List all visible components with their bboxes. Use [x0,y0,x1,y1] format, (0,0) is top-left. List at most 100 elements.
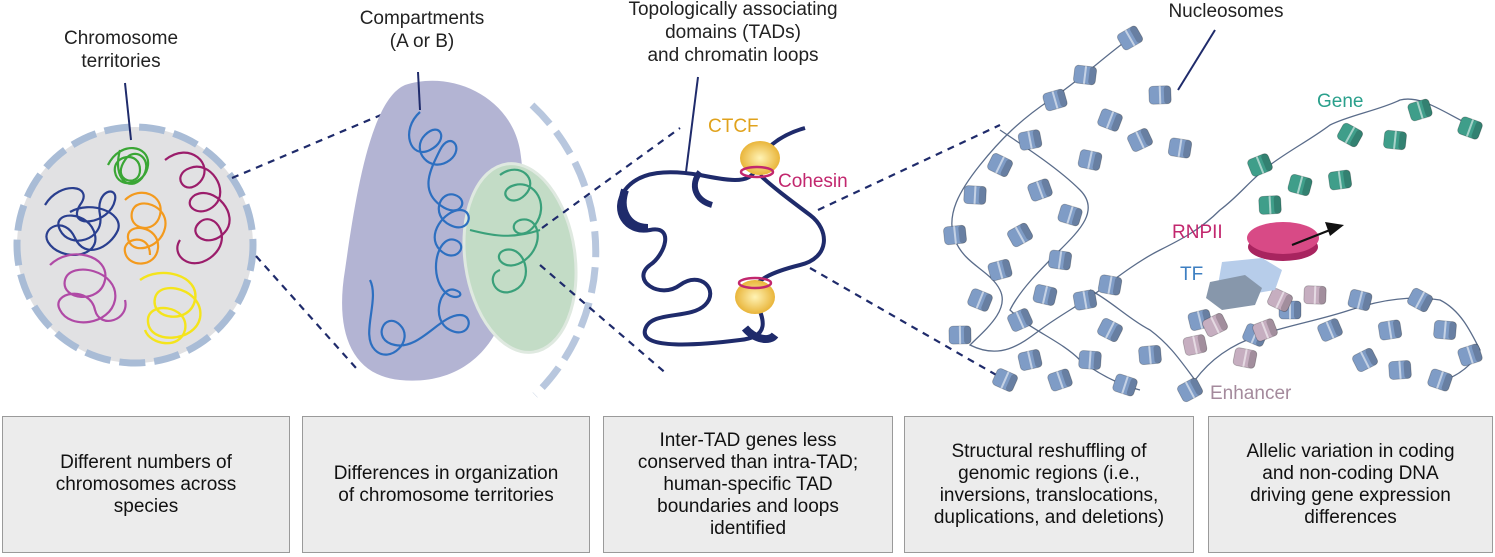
label-chromosome-territories-1: Chromosome [64,28,178,49]
nucleosome [1057,203,1083,227]
nucleosomes-pointer [1177,29,1216,91]
nucleosome [1073,64,1097,86]
enhancer-nucleosome [1232,347,1258,369]
gene-nucleosome [1247,153,1273,177]
genome-organization-figure: Chromosome territories Compartments (A o… [13,0,1483,404]
nucleosome [1127,128,1153,152]
gene-nucleosome [1337,122,1363,148]
nucleosome [1072,289,1098,311]
nucleosome [1177,377,1203,403]
label-tads-1: Topologically associating [628,0,837,20]
territory-yellow [139,271,202,345]
enhancer-nucleosome [1182,334,1208,356]
transcription-arrowhead [1325,222,1344,236]
tf [1206,275,1262,310]
compartment-b-blob [462,162,578,354]
nucleosome [987,258,1013,282]
territory-orange [123,191,167,265]
label-chromosome-territories-2: territories [81,51,160,72]
box-allelic-variation: Allelic variation in coding and non-codi… [1208,416,1493,553]
compartment-b-chromatin [491,168,543,294]
label-cohesin: Cohesin [778,171,848,192]
gene-nucleosome [1327,169,1353,191]
box-territory-organization: Differences in organization of chromosom… [302,416,590,553]
label-tf: TF [1180,264,1203,285]
territories-pointer [124,82,132,141]
nucleosome [1032,284,1058,306]
label-ctcf: CTCF [708,116,759,137]
nucleosome [987,153,1013,177]
compartment-bridge [469,229,541,237]
gene-nucleosome [1258,195,1282,215]
enhancer-nucleosome [1202,313,1228,337]
compartment-envelope [529,102,600,398]
transcription-arrow [1291,228,1331,247]
enhancer-nucleosome [1303,285,1327,305]
gene-nucleosome [1407,98,1433,122]
nucleosome [1117,25,1143,51]
nucleosome [1097,274,1123,296]
nucleosome [1077,149,1103,171]
gene-nucleosome [1457,116,1483,140]
nucleosome [1047,249,1073,271]
territory-blue [44,187,120,256]
chromatin-fiber [951,37,1471,352]
nucleosome [992,368,1018,392]
enhancer-nucleosome [1267,288,1293,312]
nucleosome-panel [943,25,1483,403]
nucleosome [1388,360,1412,380]
tad-panel [617,76,826,347]
nucleosome [1167,137,1193,159]
ctcf-top [740,141,780,175]
gene-nucleosome [1383,129,1407,151]
territory-purple [164,151,231,265]
nucleosome [1138,345,1162,365]
tad-ribbon [617,126,826,347]
nucleosome [1148,85,1172,105]
ctcf-bottom [735,280,775,314]
box-tad-conservation: Inter-TAD genes less conserved than intr… [603,416,893,553]
nuclear-envelope [13,123,257,367]
nucleosome [1347,289,1373,311]
connector-1-top [231,110,389,180]
label-rnpii: RNPII [1172,222,1223,243]
nucleosome [1112,373,1138,397]
nucleosome [1427,368,1453,392]
nucleosome [963,185,987,205]
compartments-panel [342,71,600,398]
chromatin-fiber-lower [1089,289,1481,386]
box-chromosome-numbers: Different numbers of chromosomes across … [2,416,290,553]
connector-3-bottom [809,267,1006,381]
nucleosome [1017,349,1043,371]
nucleosome [1097,108,1123,132]
tad-pointer [685,76,699,173]
nucleosome [1007,222,1033,248]
enhancer-nucleosome [1252,318,1278,342]
label-tads-2: domains (TADs) [665,22,801,43]
connector-2-bottom [539,264,669,376]
label-compartments-1: Compartments [360,8,485,29]
label-gene: Gene [1317,91,1363,112]
nucleosome [1042,88,1068,112]
gene-nucleosome [1287,173,1313,197]
compartments-pointer [417,71,421,111]
rnpii [1247,222,1319,254]
cohesin-top [739,165,775,179]
label-tads-3: and chromatin loops [647,45,818,66]
nucleosome [943,224,967,246]
nucleosome [1017,129,1043,151]
compartment-a-chromatin [368,111,470,356]
connector-2-top [541,127,681,229]
nucleosome [1457,343,1483,367]
nucleosome [948,325,972,345]
nucleosome-group [943,25,1483,403]
nucleosome [1407,287,1433,313]
nucleosome [1352,347,1378,373]
territory-green [107,147,150,185]
nucleosome [1047,368,1073,392]
label-compartments-2: (A or B) [390,31,454,52]
territory-magenta [49,253,127,324]
nucleosome [1433,320,1457,340]
box-structural-reshuffling: Structural reshuffling of genomic region… [904,416,1194,553]
label-nucleosomes: Nucleosomes [1168,1,1283,22]
